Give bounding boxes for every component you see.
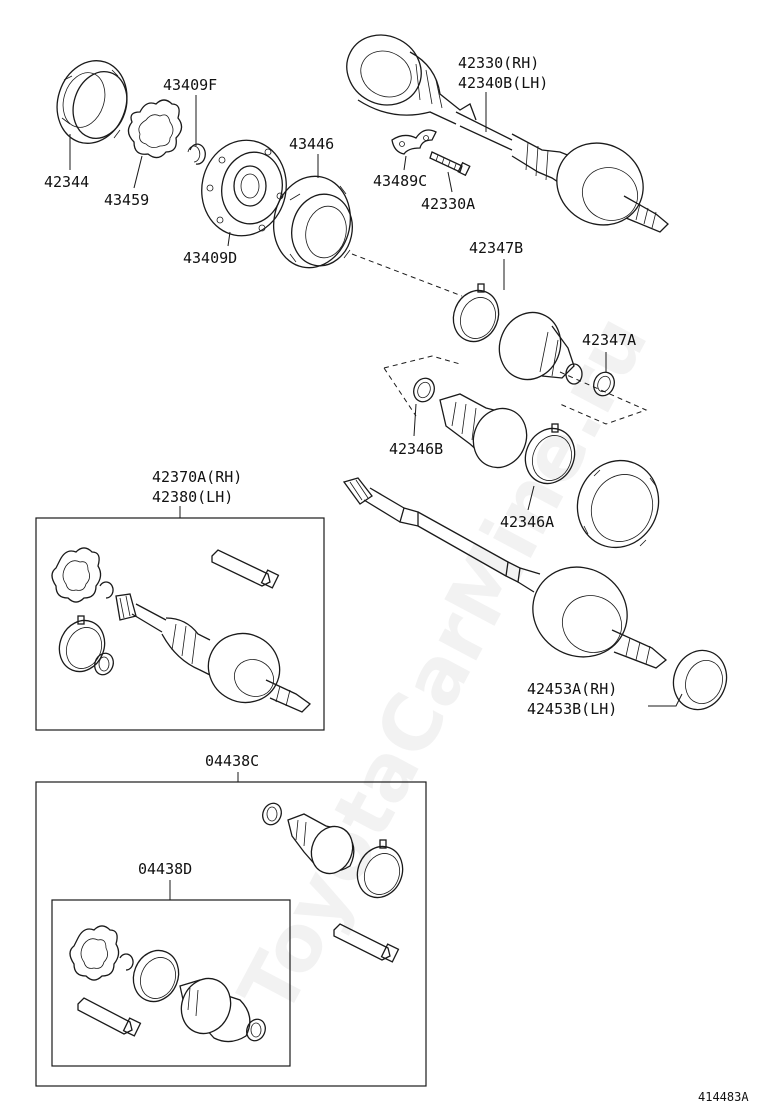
- label-42346b: 42346B: [389, 440, 443, 458]
- boot-inboard-top: [498, 311, 583, 385]
- kit-04438c-contents: [262, 802, 404, 963]
- label-04438d: 04438D: [138, 860, 192, 878]
- bolt-42330a: [429, 151, 471, 177]
- label-42330-rh: 42330(RH): [458, 54, 539, 72]
- label-42344: 42344: [44, 173, 89, 191]
- gasket-43459: [127, 99, 183, 159]
- flange-43409d: [201, 139, 287, 237]
- kit-04438d-contents: [69, 925, 266, 1043]
- label-42330a: 42330A: [421, 195, 475, 213]
- label-42453b-lh: 42453B(LH): [527, 700, 617, 718]
- kit-box-42370a: [35, 517, 325, 731]
- label-43409f: 43409F: [163, 76, 217, 94]
- label-42380-lh: 42380(LH): [152, 488, 233, 506]
- dust-cover-42344: [56, 60, 128, 144]
- label-43489c: 43489C: [373, 172, 427, 190]
- label-43446: 43446: [289, 135, 334, 153]
- label-04438c: 04438C: [205, 752, 259, 770]
- label-42347b: 42347B: [469, 239, 523, 257]
- lock-plate-43489c: [391, 129, 437, 155]
- dashed-guide-upper: [351, 253, 463, 297]
- label-42346a: 42346A: [500, 513, 554, 531]
- shaft-bare-lower: [342, 477, 541, 593]
- label-42347a: 42347A: [582, 331, 636, 349]
- kit-box-04438c: [35, 781, 427, 1087]
- clamp-42347a: [593, 371, 615, 397]
- label-42370a-rh: 42370A(RH): [152, 468, 242, 486]
- drive-shaft-assembly-top: [346, 34, 669, 233]
- outboard-joint-lower: [532, 566, 668, 669]
- label-42340b-lh: 42340B(LH): [458, 74, 548, 92]
- kit-box-04438d: [51, 899, 291, 1067]
- boot-outer-large: [576, 459, 660, 549]
- label-43409d: 43409D: [183, 249, 237, 267]
- label-42453a-rh: 42453A(RH): [527, 680, 617, 698]
- clamp-42346a: [524, 423, 576, 485]
- label-43459: 43459: [104, 191, 149, 209]
- boot-outboard-middle: [439, 393, 528, 469]
- adapter-43446: [272, 175, 353, 269]
- watermark: ToyotaCarMine.ru: [222, 302, 666, 1029]
- clamp-42347b: [452, 283, 500, 343]
- dashed-frame-middle: [383, 355, 648, 425]
- dust-deflector-42453: [672, 649, 728, 711]
- snap-ring-43409f: [187, 143, 206, 165]
- clamp-42346b-small: [413, 377, 435, 403]
- figure-code: 414483A: [698, 1090, 749, 1104]
- kit-42370a-contents: [51, 547, 312, 713]
